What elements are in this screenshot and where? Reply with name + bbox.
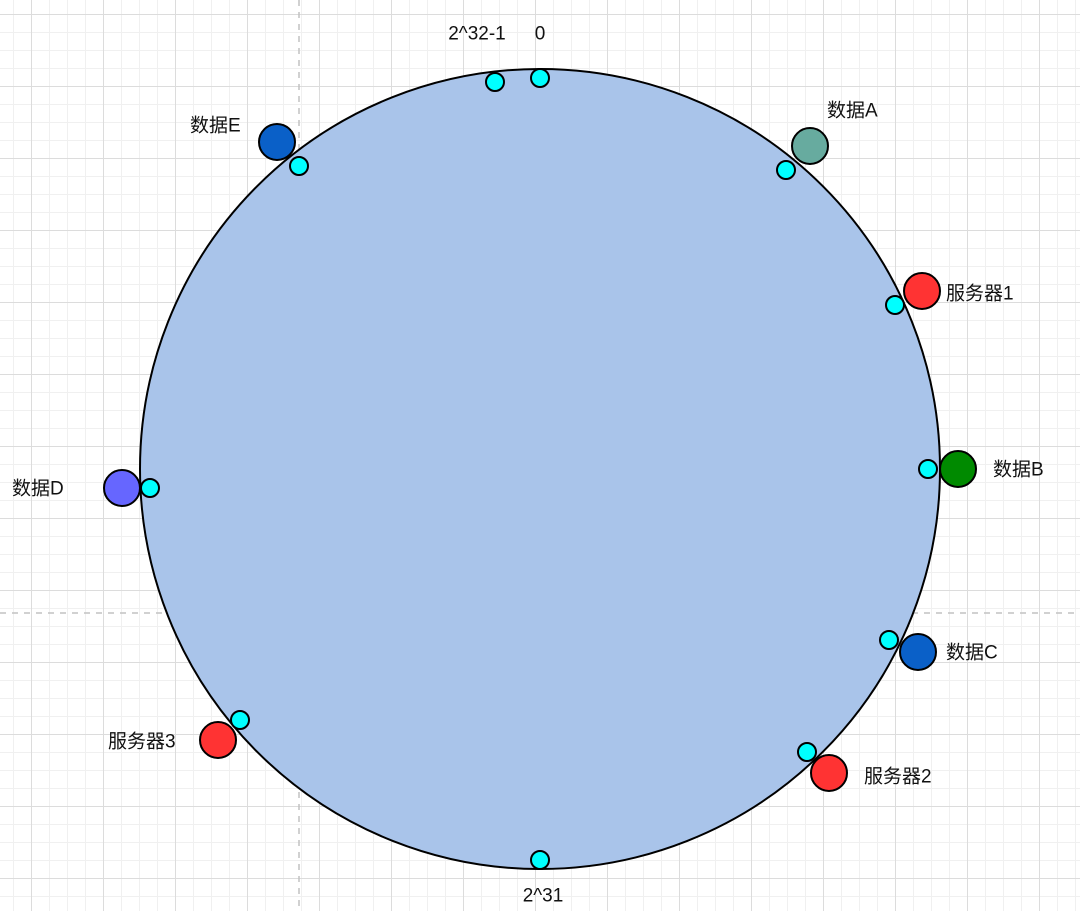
- ring-label-zero: 0: [534, 23, 546, 45]
- data-c-hash-dot: [879, 630, 899, 650]
- server-2-server-node[interactable]: [810, 754, 848, 792]
- data-c-data-node[interactable]: [899, 633, 937, 671]
- data-c-label: 数据C: [946, 642, 998, 664]
- data-d-hash-dot: [140, 478, 160, 498]
- ring-label-half: 2^31: [522, 885, 564, 907]
- data-d-label: 数据D: [12, 478, 64, 500]
- server-1-hash-dot: [885, 295, 905, 315]
- half-point-hash-dot: [530, 850, 550, 870]
- data-e-label: 数据E: [190, 115, 241, 137]
- ring-label-max: 2^32-1: [448, 23, 506, 45]
- zero-point-hash-dot: [530, 68, 550, 88]
- data-e-data-node[interactable]: [258, 123, 296, 161]
- server-2-label: 服务器2: [864, 766, 932, 788]
- server-2-hash-dot: [797, 742, 817, 762]
- nodes-layer: [103, 123, 977, 792]
- max-point-hash-dot: [485, 72, 505, 92]
- data-b-hash-dot: [918, 459, 938, 479]
- data-a-hash-dot: [776, 160, 796, 180]
- data-a-label: 数据A: [827, 100, 878, 122]
- data-d-data-node[interactable]: [103, 469, 141, 507]
- data-a-data-node[interactable]: [791, 127, 829, 165]
- hash-ring[interactable]: [139, 68, 941, 870]
- hash-points-layer: [140, 68, 938, 870]
- server-1-server-node[interactable]: [903, 272, 941, 310]
- server-3-server-node[interactable]: [199, 721, 237, 759]
- server-1-label: 服务器1: [946, 283, 1014, 305]
- data-e-hash-dot: [289, 156, 309, 176]
- server-3-label: 服务器3: [108, 731, 176, 753]
- data-b-label: 数据B: [993, 459, 1044, 481]
- server-3-hash-dot: [230, 710, 250, 730]
- data-b-data-node[interactable]: [939, 450, 977, 488]
